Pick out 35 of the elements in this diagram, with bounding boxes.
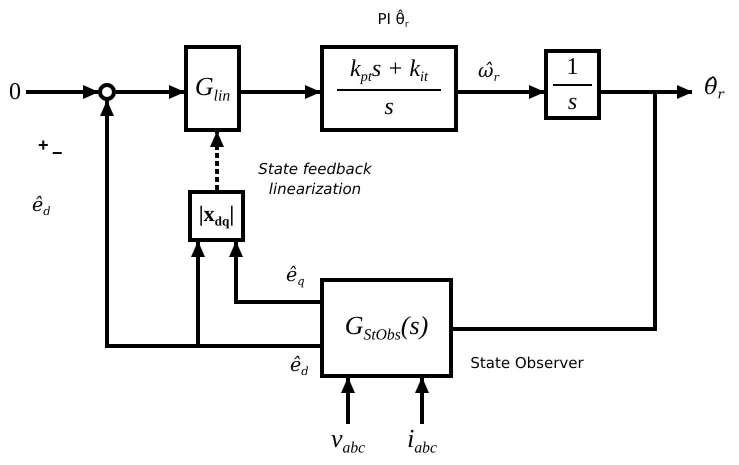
block-text: v$_{abc}$ (330, 425, 366, 457)
transfer-block (320, 278, 453, 378)
transfer-block (188, 190, 245, 242)
signal-arrow (116, 85, 185, 99)
edge-label: ê$_{d}$ (32, 196, 51, 218)
summing-junction (98, 83, 116, 101)
edge-label: ê$_{d}$ (290, 356, 309, 378)
signal-arrow (241, 85, 321, 99)
block-text: s (568, 88, 578, 115)
block-text: θ̂$_{r}$ (704, 76, 724, 104)
block-text: k$_{pt}$s + k$_{it}$ (350, 56, 428, 86)
transfer-block (544, 49, 601, 120)
sign-label: − (52, 144, 63, 162)
block-text: G$_{lin}$ (194, 72, 230, 104)
edge-label: ω̂$_{r}$ (478, 62, 499, 84)
signal-arrow (341, 377, 355, 424)
signal-arrow (26, 85, 99, 99)
dashed-arrow (210, 131, 224, 190)
block-caption: State Observer (469, 354, 585, 374)
block-text: 0 (9, 78, 21, 106)
block-text: |x$_{dq}$| (198, 202, 234, 230)
transfer-block (320, 45, 458, 132)
signal-arrow (415, 377, 429, 424)
block-text: s (384, 94, 394, 121)
edge-label: ê$_{q}$ (286, 266, 305, 288)
signal-arrow (229, 241, 320, 304)
block-text: G$_{StObs}$(s) (344, 312, 428, 344)
block-caption: PI θ̂$_{r}$ (376, 10, 410, 32)
block-caption: State feedback linearization (257, 160, 373, 199)
signal-arrow (458, 85, 545, 99)
block-text: i$_{abc}$ (407, 425, 437, 457)
transfer-block (184, 45, 241, 132)
signal-arrow (100, 100, 320, 348)
sign-label: + (38, 136, 49, 154)
block-text: 1 (566, 54, 578, 80)
